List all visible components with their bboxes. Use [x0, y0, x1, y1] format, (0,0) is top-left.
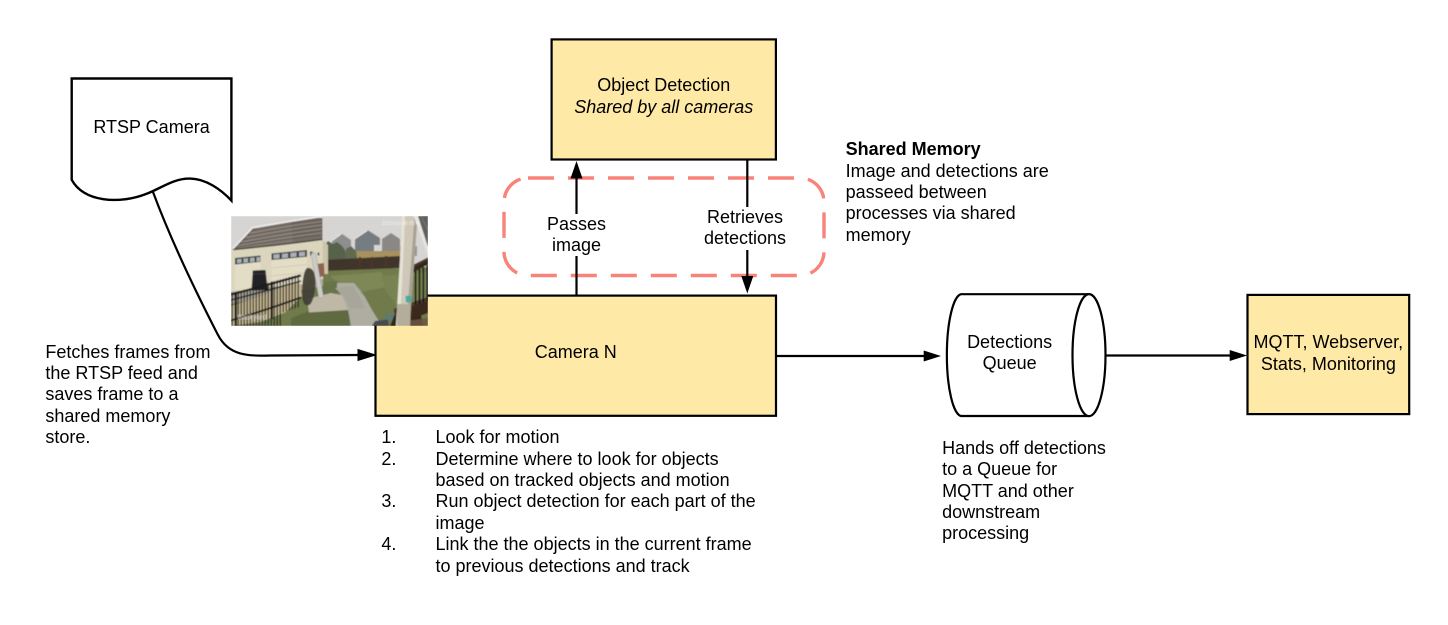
svg-text:2019-03-26 09:4: 2019-03-26 09:4 — [382, 221, 419, 227]
svg-text:Backyard: Backyard — [237, 314, 266, 321]
